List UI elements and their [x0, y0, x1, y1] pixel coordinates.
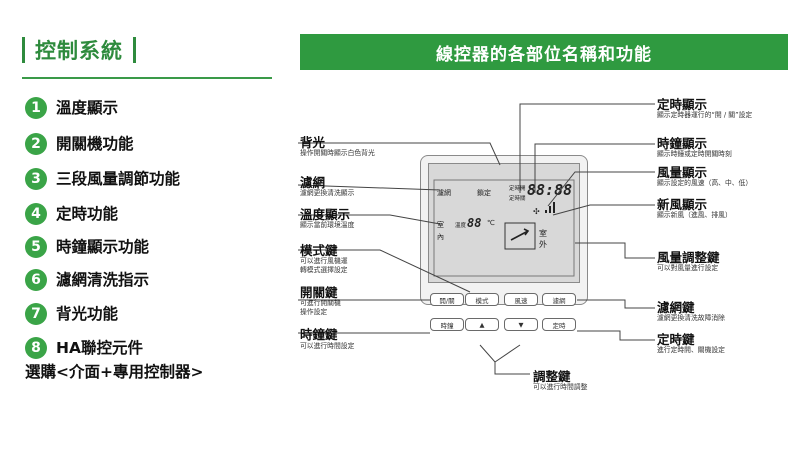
- clock-display-desc: 顯示時鐘或定時開關時刻: [657, 150, 732, 158]
- feature-label: 開關機功能: [56, 135, 134, 153]
- timer-button-label: 定時: [552, 321, 566, 330]
- lcd-filter-label: 濾網: [437, 189, 451, 197]
- filter-key-desc: 濾網更換清洗故障消除: [657, 314, 725, 322]
- backlight-desc: 操作開關時顯示白色背光: [300, 149, 375, 157]
- section-title: 控制系統: [22, 34, 136, 66]
- number-badge: 6: [25, 269, 47, 291]
- clock-key-title: 時鐘鍵: [300, 327, 338, 342]
- title-bar-left: [22, 37, 25, 63]
- feature-item: 4 定時功能: [25, 203, 118, 225]
- mode-key-title: 模式鍵: [300, 243, 338, 258]
- mode-key-desc-2: 轉模式選擇設定: [300, 266, 348, 274]
- fan-speed-button-label: 風速: [514, 296, 528, 305]
- title-bar-right: [133, 37, 136, 63]
- timer-display-title: 定時顯示: [657, 97, 708, 112]
- filter-desc: 濾網更換清洗顯示: [300, 189, 355, 197]
- power-key-title: 開關鍵: [300, 285, 338, 300]
- lcd-timer-on-label: 定時開: [509, 186, 526, 192]
- clock-display-title: 時鐘顯示: [657, 136, 708, 151]
- fan-display-title: 風量顯示: [657, 165, 708, 180]
- adjust-key-desc: 可以進行時間調整: [533, 383, 588, 391]
- feature-label: 背光功能: [56, 305, 119, 323]
- feature-item: 7 背光功能: [25, 303, 118, 325]
- lcd-temp-tag: 溫度: [455, 223, 467, 229]
- feature-label: 三段風量調節功能: [56, 170, 181, 188]
- timer-key-desc: 進行定時開、關機設定: [657, 346, 725, 354]
- feature-label: 定時功能: [56, 205, 119, 223]
- power-button[interactable]: 開/關: [430, 293, 464, 306]
- up-arrow-icon: ▲: [479, 320, 485, 329]
- fan-speed-button[interactable]: 風速: [504, 293, 538, 306]
- feature-label: 溫度顯示: [56, 99, 119, 117]
- new-air-display-title: 新風顯示: [657, 197, 708, 212]
- power-key-desc-1: 可進行開關機: [300, 299, 341, 307]
- section-underline: [22, 77, 272, 79]
- clock-button[interactable]: 時鐘: [430, 318, 464, 331]
- lcd-inside-label: 內: [437, 233, 444, 241]
- lcd-clock-digits: 88:88: [527, 181, 573, 199]
- fan-display-desc: 顯示設定的風速（高、中、低）: [657, 179, 753, 187]
- lcd-degree-unit: ℃: [487, 219, 495, 227]
- fan-adjust-key-desc: 可以對風量進行設定: [657, 264, 719, 272]
- diagram-banner: 線控器的各部位名稱和功能: [300, 34, 788, 70]
- section-title-text: 控制系統: [35, 39, 123, 63]
- up-button[interactable]: ▲: [465, 318, 499, 331]
- filter-button[interactable]: 濾網: [542, 293, 576, 306]
- new-air-display-desc: 顯示新風（進風、排風）: [657, 211, 732, 219]
- lcd-temp-digits: 88: [467, 216, 482, 230]
- feature-label: 濾網清洗指示: [56, 271, 150, 289]
- number-badge: 1: [25, 97, 47, 119]
- feature-label: HA聯控元件: [56, 339, 143, 357]
- filter-button-label: 濾網: [552, 296, 566, 305]
- lcd-outside-label-2: 外: [539, 240, 547, 249]
- feature-8-subtitle: 選購<介面+專用控制器>: [25, 363, 204, 381]
- lcd-outside-label-1: 室: [539, 229, 547, 238]
- number-badge: 3: [25, 168, 47, 190]
- number-badge: 4: [25, 203, 47, 225]
- feature-item: 3 三段風量調節功能: [25, 168, 180, 190]
- timer-display-desc: 顯示定時器運行的“開 / 關”設定: [657, 111, 753, 119]
- backlight-title: 背光: [300, 135, 326, 150]
- feature-label: 時鐘顯示功能: [56, 238, 150, 256]
- fan-icon: ✣: [533, 207, 540, 216]
- feature-item: 6 濾網清洗指示: [25, 269, 149, 291]
- fan-adjust-key-title: 風量調整鍵: [657, 250, 720, 265]
- clock-button-label: 時鐘: [440, 321, 454, 330]
- mode-button-label: 模式: [475, 296, 489, 305]
- power-button-label: 開/關: [439, 296, 455, 305]
- down-button[interactable]: ▼: [504, 318, 538, 331]
- timer-button[interactable]: 定時: [542, 318, 576, 331]
- power-key-desc-2: 操作設定: [300, 308, 328, 316]
- feature-item: 2 開關機功能: [25, 133, 134, 155]
- number-badge: 5: [25, 236, 47, 258]
- lcd-lock-label: 鎖定: [477, 189, 491, 197]
- number-badge: 7: [25, 303, 47, 325]
- number-badge: 2: [25, 133, 47, 155]
- clock-key-desc: 可以進行時間設定: [300, 342, 355, 350]
- lcd-room-label: 室: [437, 221, 444, 229]
- feature-item: 8 HA聯控元件: [25, 337, 143, 359]
- filter-title: 濾網: [300, 175, 326, 190]
- feature-item: 1 溫度顯示: [25, 97, 118, 119]
- mode-button[interactable]: 模式: [465, 293, 499, 306]
- number-badge: 8: [25, 337, 47, 359]
- down-arrow-icon: ▼: [518, 320, 524, 329]
- temp-display-title: 溫度顯示: [300, 207, 351, 222]
- feature-item: 5 時鐘顯示功能: [25, 236, 149, 258]
- adjust-key-title: 調整鍵: [533, 369, 571, 384]
- lcd-timer-off-label: 定時關: [509, 196, 526, 202]
- timer-key-title: 定時鍵: [657, 332, 695, 347]
- mode-key-desc-1: 可以進行風機運: [300, 257, 348, 265]
- lcd-screen: 濾網 鎖定 定時開 定時關 88:88 ✣ 室 內 溫度 88 ℃ 室 外: [428, 163, 580, 283]
- temp-display-desc: 顯示當前環境溫度: [300, 221, 355, 229]
- filter-key-title: 濾網鍵: [657, 300, 695, 315]
